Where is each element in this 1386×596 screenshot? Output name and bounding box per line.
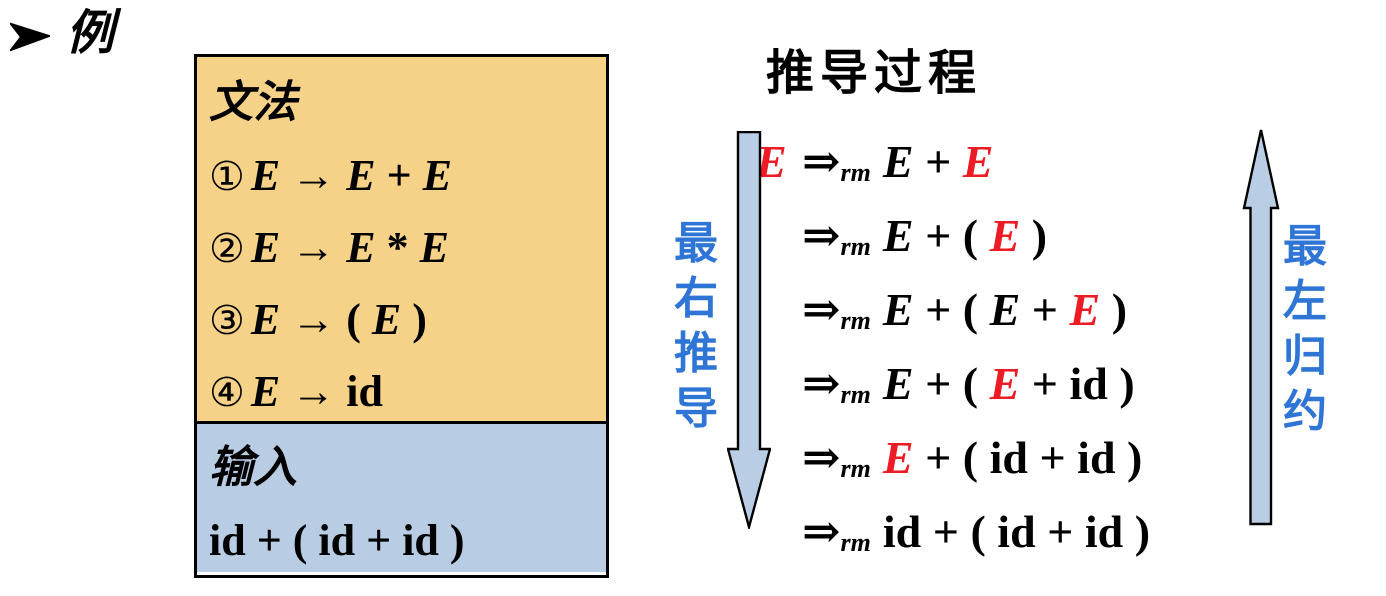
rule-number: ④ bbox=[209, 369, 245, 416]
formula-segment: E bbox=[882, 431, 914, 483]
implies-arrow: ⇒ bbox=[802, 136, 841, 187]
dart-arrow-icon bbox=[10, 22, 50, 52]
vertical-label-char: 最 bbox=[674, 219, 718, 268]
derivation-line: ⇒rm id + ( id + id ) bbox=[756, 494, 1150, 568]
rule-number: ② bbox=[209, 225, 245, 272]
grammar-section-title: 文法 bbox=[209, 78, 297, 127]
leftmost-reduction-label: 最左归约 bbox=[1283, 225, 1327, 434]
formula-segment: E bbox=[989, 357, 1021, 409]
rule-number: ③ bbox=[209, 297, 245, 344]
formula-segment: E + ( E + bbox=[882, 283, 1070, 335]
vertical-label-char: 右 bbox=[674, 274, 718, 323]
implies-arrow: ⇒ bbox=[802, 284, 841, 335]
bullet-header: 例 bbox=[10, 10, 114, 58]
derivation-expression: E + ( E + E ) bbox=[883, 283, 1127, 336]
formula-segment: id + ( id + id ) bbox=[882, 505, 1151, 557]
leftmost-reduction-arrow-up-icon bbox=[1242, 129, 1280, 526]
vertical-label-char: 导 bbox=[674, 384, 718, 433]
formula-segment: ) bbox=[1020, 209, 1048, 261]
vertical-label-char: 最 bbox=[1283, 222, 1327, 271]
rightmost-derivation-label: 最右推导 bbox=[674, 222, 718, 431]
rightmost-derivation-arrow-down-icon bbox=[727, 131, 771, 529]
formula-segment: E bbox=[1069, 283, 1101, 335]
rightmost-subscript: rm bbox=[840, 454, 871, 483]
implies-arrow: ⇒ bbox=[802, 506, 841, 557]
rightmost-subscript: rm bbox=[840, 528, 871, 557]
vertical-label-char: 左 bbox=[1283, 277, 1327, 326]
input-section-title: 输入 bbox=[209, 443, 297, 492]
derivation-expression: id + ( id + id ) bbox=[883, 505, 1150, 558]
formula-segment: E bbox=[962, 135, 994, 187]
formula-segment: ) bbox=[1100, 283, 1128, 335]
formula-segment: E bbox=[989, 209, 1021, 261]
derivation-line: E ⇒rm E + E bbox=[756, 124, 1150, 198]
formula-segment: E + ( bbox=[882, 357, 990, 409]
implies-arrow: ⇒ bbox=[802, 432, 841, 483]
formula-segment: E + bbox=[882, 135, 963, 187]
derivation-expression: E + ( E ) bbox=[883, 209, 1047, 262]
formula-segment: E + ( bbox=[882, 209, 990, 261]
derivation-line: ⇒rm E + ( E + E ) bbox=[756, 272, 1150, 346]
rightmost-subscript: rm bbox=[840, 380, 871, 409]
derivation-expression: E + ( E + id ) bbox=[883, 357, 1135, 410]
rightmost-subscript: rm bbox=[840, 232, 871, 261]
implies-arrow: ⇒ bbox=[802, 210, 841, 261]
derivation-expression: E + ( id + id ) bbox=[883, 431, 1142, 484]
input-string: id + ( id + id ) bbox=[209, 515, 465, 565]
derivation-line: ⇒rm E + ( E ) bbox=[756, 198, 1150, 272]
vertical-label-char: 约 bbox=[1283, 387, 1327, 436]
rightmost-subscript: rm bbox=[840, 306, 871, 335]
input-section: 输入 id + ( id + id ) bbox=[197, 421, 606, 572]
rightmost-subscript: rm bbox=[840, 158, 871, 187]
formula-segment: + ( id + id ) bbox=[913, 431, 1143, 483]
bullet-label: 例 bbox=[66, 7, 115, 60]
derivation-title: 推导过程 bbox=[765, 47, 982, 100]
formula-segment: + id ) bbox=[1020, 357, 1135, 409]
rule-number: ① bbox=[209, 153, 245, 200]
implies-arrow: ⇒ bbox=[802, 358, 841, 409]
derivation-expression: E + E bbox=[883, 135, 994, 188]
derivation-line: ⇒rm E + ( E + id ) bbox=[756, 346, 1150, 420]
derivation-line: ⇒rm E + ( id + id ) bbox=[756, 420, 1150, 494]
vertical-label-char: 推 bbox=[674, 329, 718, 378]
vertical-label-char: 归 bbox=[1283, 332, 1327, 381]
